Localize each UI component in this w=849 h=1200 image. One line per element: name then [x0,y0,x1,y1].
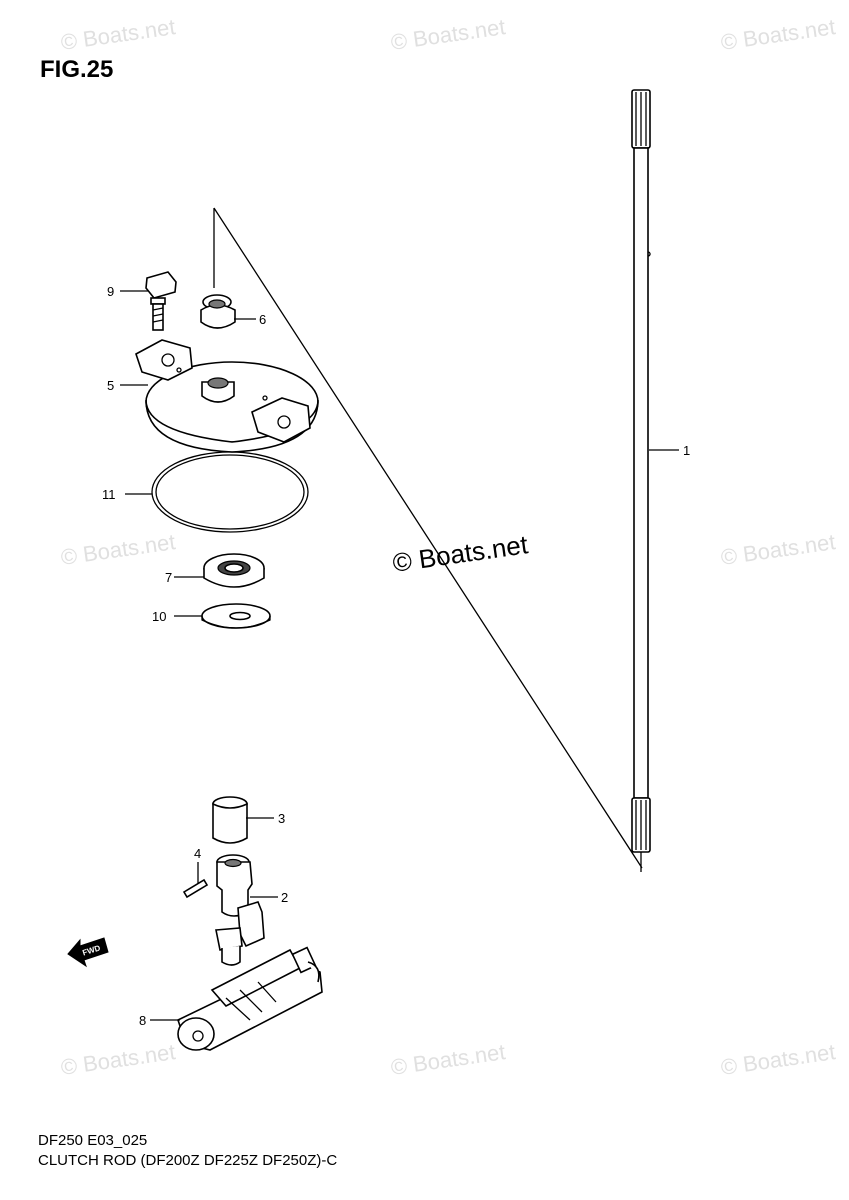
assembly-line [213,207,643,869]
callout-6: 6 [259,312,266,327]
watermark-text: © Boats.net [719,14,837,55]
part-8-clutch-shifter [177,946,323,1051]
part-1-clutch-rod [631,89,651,872]
model-code: DF250 E03_025 [38,1132,148,1149]
watermark-text: © Boats.net [59,14,177,55]
callout-8: 8 [139,1013,146,1028]
part-6-bushing [200,294,236,329]
callout-10: 10 [152,609,166,624]
fwd-arrow-icon: FWD [67,937,109,968]
callout-7: 7 [165,570,172,585]
part-2-shift-cam [215,854,265,966]
callout-4: 4 [194,846,201,861]
callout-1: 1 [683,443,690,458]
watermark-text: © Boats.net [719,1039,837,1080]
callout-labels: 9 6 5 11 7 10 1 3 4 2 8 [102,284,690,1028]
part-10-washer [201,603,271,629]
watermark-center-text: © Boats.net [391,529,531,578]
watermark-group: © Boats.net © Boats.net © Boats.net © Bo… [59,14,837,1080]
callout-5: 5 [107,378,114,393]
part-11-o-ring [151,451,309,533]
figure-subtitle: CLUTCH ROD (DF200Z DF225Z DF250Z)-C [38,1152,338,1169]
watermark-text: © Boats.net [59,529,177,570]
watermark-text: © Boats.net [59,1039,177,1080]
figure-title: FIG.25 [40,56,114,83]
watermark-text: © Boats.net [719,529,837,570]
callout-9: 9 [107,284,114,299]
callout-3: 3 [278,811,285,826]
part-5-cover-plate [135,339,319,453]
watermark-text: © Boats.net [389,14,507,55]
callout-leaders [120,290,679,1021]
part-4-pin [182,878,209,899]
callout-2: 2 [281,890,288,905]
part-7-bearing [203,553,265,588]
watermark-text: © Boats.net [389,1039,507,1080]
part-3-sleeve [212,796,248,844]
callout-11: 11 [102,487,116,502]
part-9-bolt [145,271,177,331]
